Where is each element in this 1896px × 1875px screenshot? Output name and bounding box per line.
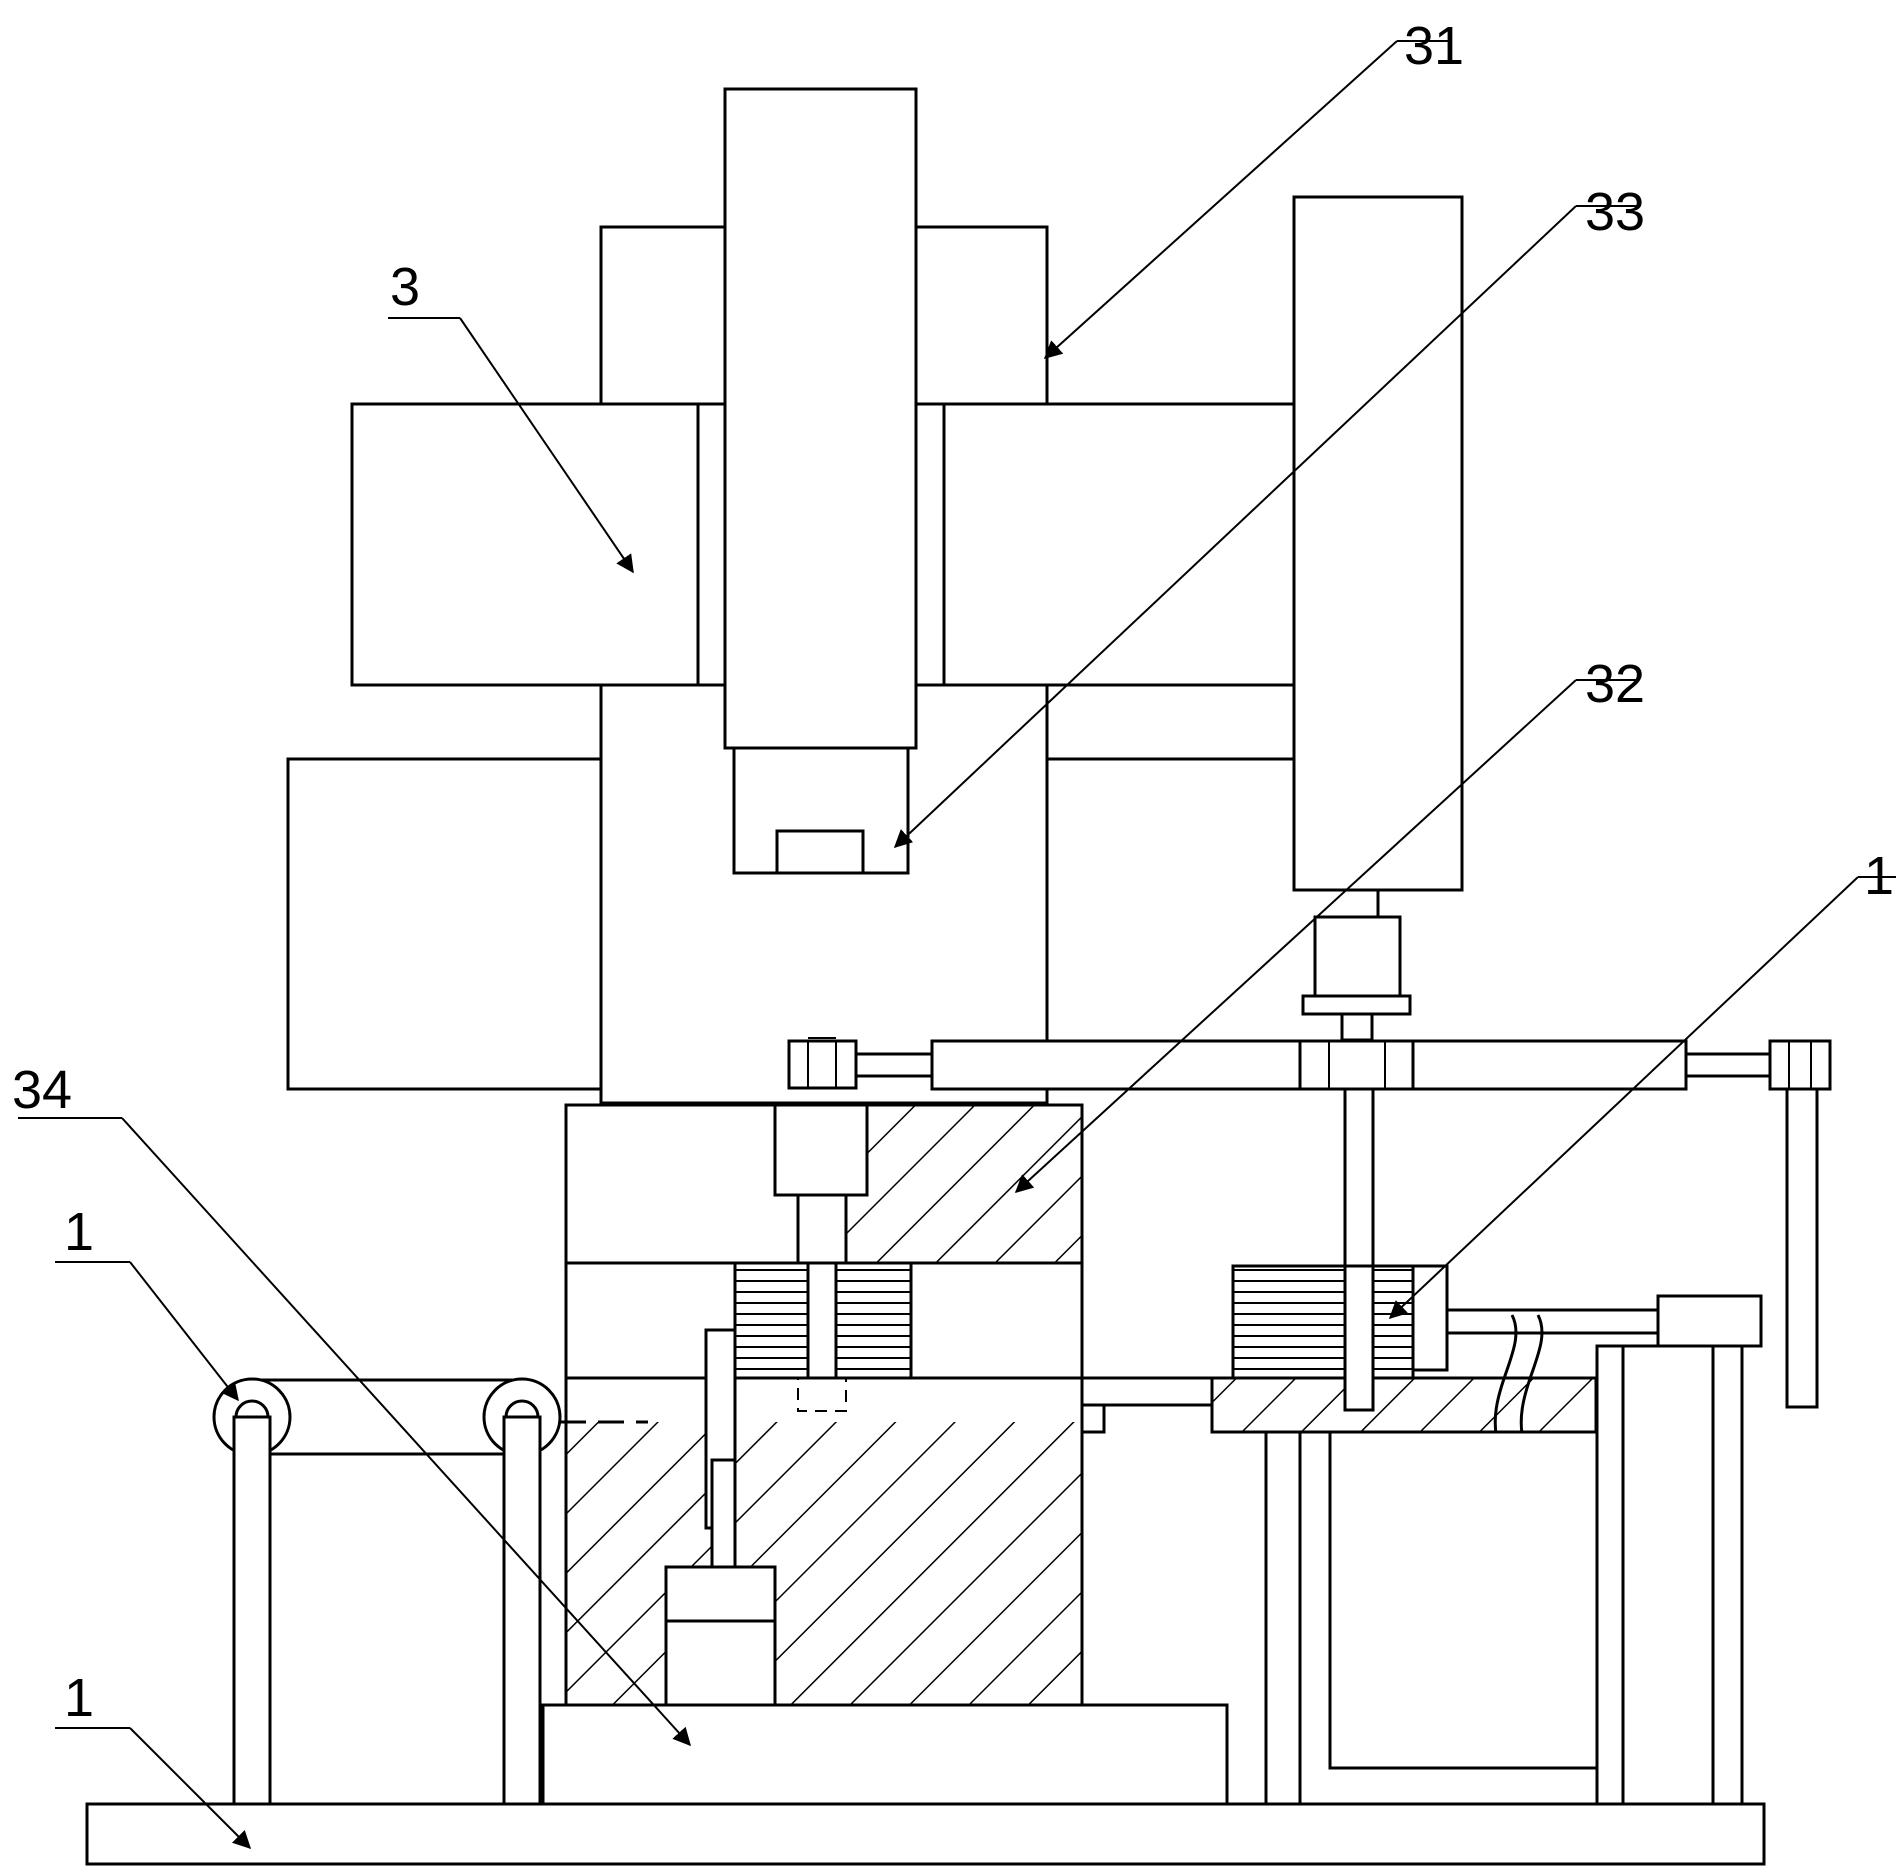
central-column (723, 87, 918, 875)
leader-31: 31 (1043, 16, 1464, 360)
mold-block (541, 1103, 1229, 1806)
leader-3: 3 (388, 257, 634, 574)
mold-bolt (773, 1037, 869, 1412)
label-3: 3 (390, 257, 420, 317)
base-plate (85, 1802, 1766, 1866)
leader-34: 34 (12, 1060, 692, 1747)
ejector-pin (664, 1328, 777, 1707)
label-34: 34 (12, 1060, 72, 1120)
label-1-roller: 1 (64, 1202, 94, 1262)
guide-rod (787, 1039, 1832, 1409)
leader-1-right: 1 (1388, 846, 1896, 1320)
leader-1-roller: 1 (55, 1202, 239, 1402)
leader-33: 33 (893, 182, 1645, 849)
work-table (1080, 1264, 1763, 1806)
right-column (1292, 195, 1464, 1042)
label-32: 32 (1585, 654, 1645, 714)
label-1-right: 1 (1864, 846, 1894, 906)
leader-32: 32 (1014, 654, 1645, 1194)
label-1-base: 1 (64, 1668, 94, 1728)
label-33: 33 (1585, 182, 1645, 242)
conveyor (212, 1377, 648, 1806)
leader-1-base: 1 (55, 1668, 252, 1850)
label-31: 31 (1404, 16, 1464, 76)
